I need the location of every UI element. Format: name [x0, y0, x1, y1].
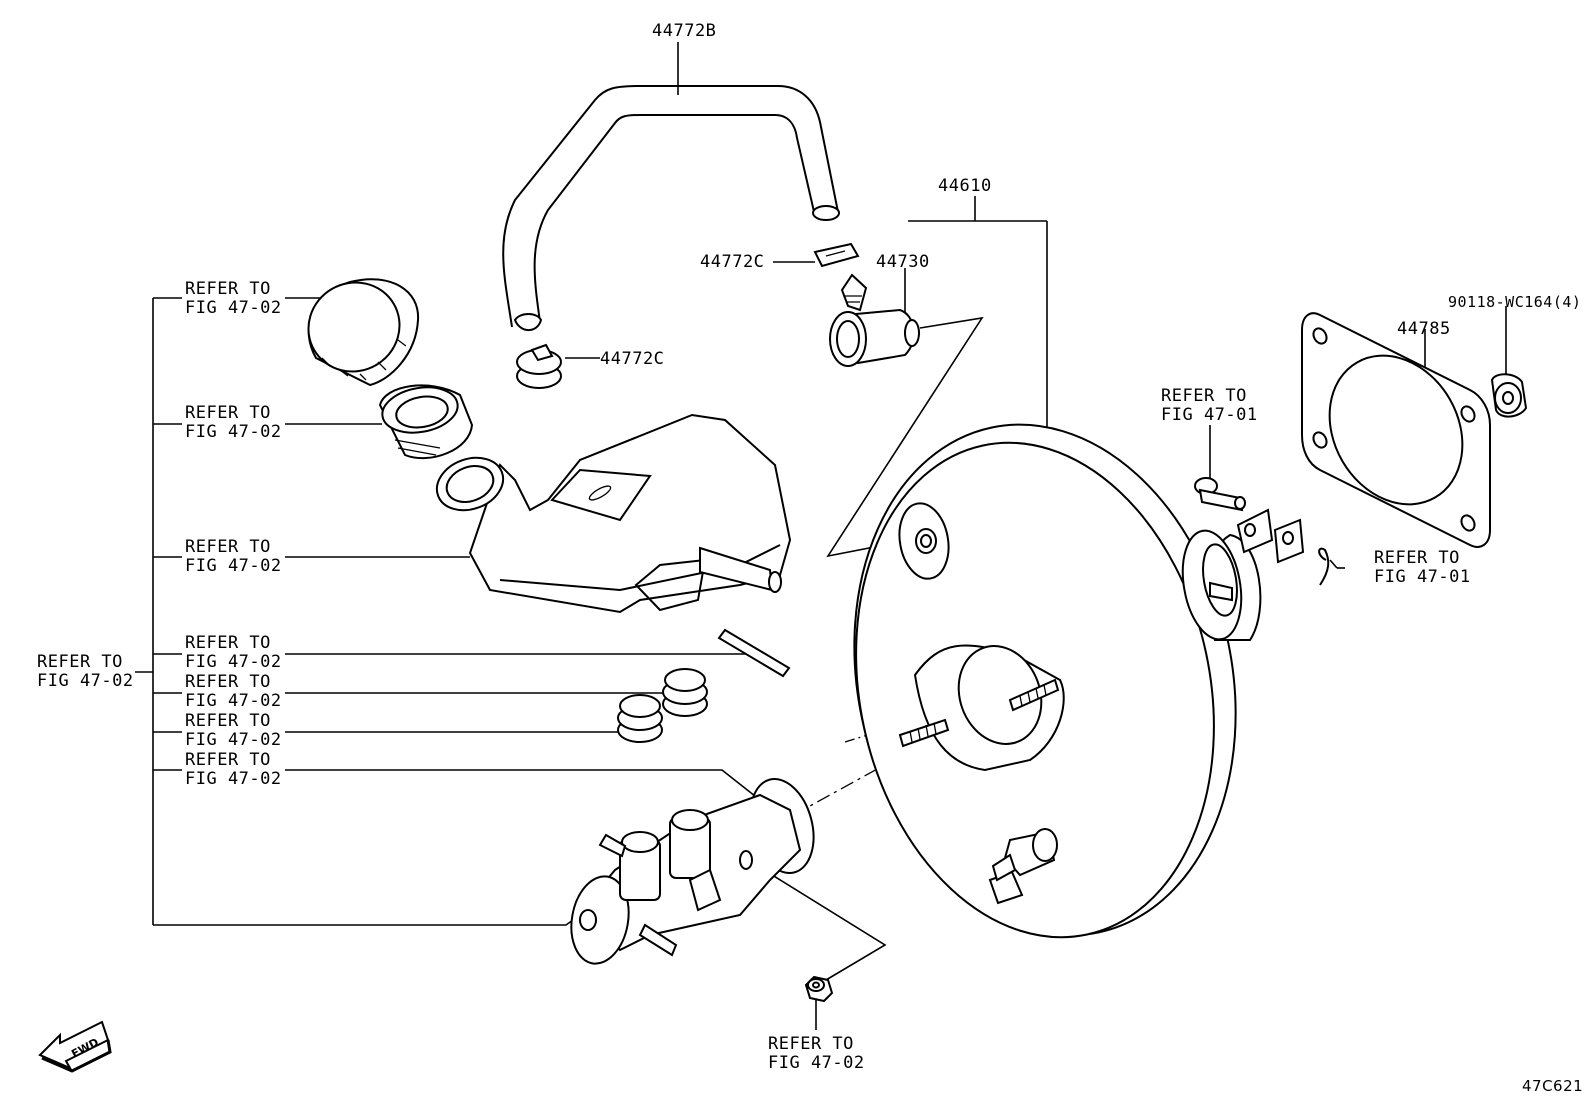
hose-clamp-upper — [813, 242, 860, 268]
refer-clip-line2: FIG 47-01 — [1374, 567, 1471, 587]
refer-clevis-pin-line1: REFER TO — [1161, 386, 1247, 406]
hose-clamp-lower — [516, 343, 562, 389]
refer-grommet-2-line2: FIG 47-02 — [185, 730, 282, 750]
refer-cylinder-line2: FIG 47-02 — [185, 769, 282, 789]
part-label-44610: 44610 — [938, 176, 992, 196]
refer-assembly-line1: REFER TO — [37, 652, 123, 672]
reservoir-cap — [307, 278, 420, 387]
refer-cap: REFER TO FIG 47-02 — [185, 280, 282, 318]
refer-pin-line1: REFER TO — [185, 633, 271, 653]
booster-nut — [1490, 373, 1528, 418]
brake-booster — [853, 423, 1305, 939]
refer-reservoir: REFER TO FIG 47-02 — [185, 538, 282, 576]
leader-lines — [135, 42, 1507, 1030]
refer-cap-line2: FIG 47-02 — [185, 298, 282, 318]
part-label-44772b: 44772B — [652, 21, 717, 41]
figure-code: 47C621 — [1522, 1077, 1584, 1095]
reservoir-strainer — [378, 384, 474, 460]
reservoir-grommet-1 — [662, 668, 708, 717]
part-label-44772c-lower: 44772C — [600, 349, 665, 369]
part-label-44785: 44785 — [1397, 319, 1451, 339]
refer-clip: REFER TO FIG 47-01 — [1374, 549, 1471, 587]
spring-pin — [717, 628, 791, 678]
clevis-clip — [1318, 547, 1330, 586]
refer-cap-line1: REFER TO — [185, 279, 271, 299]
refer-reservoir-line1: REFER TO — [185, 537, 271, 557]
refer-cylinder-line1: REFER TO — [185, 750, 271, 770]
part-label-44772c-upper: 44772C — [700, 252, 765, 272]
part-label-90118: 90118-WC164(4) — [1448, 293, 1582, 311]
check-valve — [829, 273, 920, 367]
part-label-44730: 44730 — [876, 252, 930, 272]
refer-pin: REFER TO FIG 47-02 — [185, 634, 282, 672]
refer-reservoir-line2: FIG 47-02 — [185, 556, 282, 576]
cylinder-nut — [804, 975, 834, 1003]
brake-master-cylinder — [570, 777, 815, 965]
refer-assembly-line2: FIG 47-02 — [37, 671, 134, 691]
booster-gasket — [1301, 312, 1491, 548]
refer-clevis-pin-line2: FIG 47-01 — [1161, 405, 1258, 425]
refer-clip-line1: REFER TO — [1374, 548, 1460, 568]
refer-grommet-1: REFER TO FIG 47-02 — [185, 673, 282, 711]
refer-grommet-2-line1: REFER TO — [185, 711, 271, 731]
refer-strainer-line2: FIG 47-02 — [185, 422, 282, 442]
reservoir-tank — [435, 413, 792, 614]
refer-clevis-pin: REFER TO FIG 47-01 — [1161, 387, 1258, 425]
reservoir-grommet-2 — [617, 694, 663, 743]
refer-grommet-2: REFER TO FIG 47-02 — [185, 712, 282, 750]
refer-strainer-line1: REFER TO — [185, 403, 271, 423]
refer-grommet-1-line2: FIG 47-02 — [185, 691, 282, 711]
refer-bottom-nut-line1: REFER TO — [768, 1034, 854, 1054]
refer-grommet-1-line1: REFER TO — [185, 672, 271, 692]
refer-bottom-nut: REFER TO FIG 47-02 — [768, 1035, 865, 1073]
fwd-arrow-icon: FWD — [38, 1020, 112, 1073]
refer-bottom-nut-line2: FIG 47-02 — [768, 1053, 865, 1073]
refer-assembly: REFER TO FIG 47-02 — [37, 653, 134, 691]
refer-cylinder: REFER TO FIG 47-02 — [185, 751, 282, 789]
refer-strainer: REFER TO FIG 47-02 — [185, 404, 282, 442]
vacuum-hose — [502, 85, 840, 332]
refer-pin-line2: FIG 47-02 — [185, 652, 282, 672]
clevis-pin — [1194, 477, 1246, 512]
